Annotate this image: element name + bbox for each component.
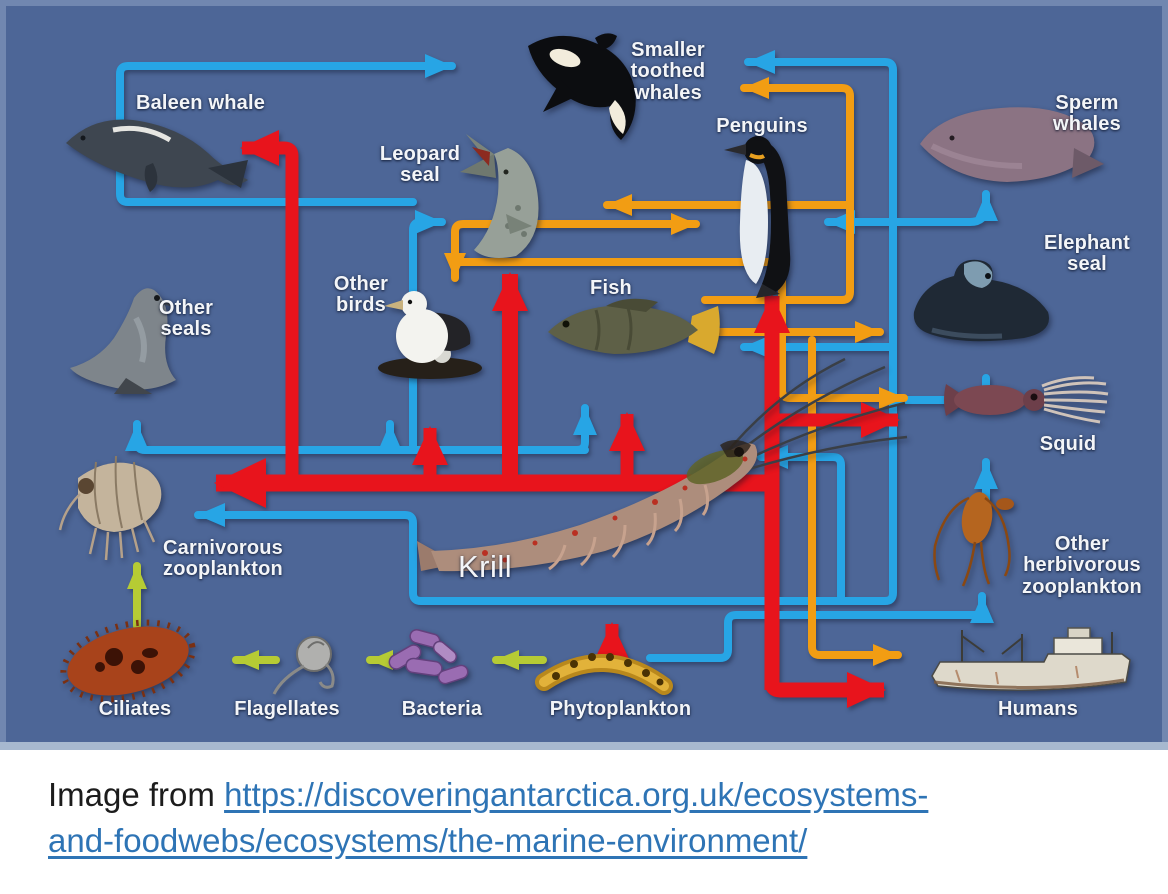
label-krill: Krill [458, 549, 513, 584]
diagram-bottom-border [0, 742, 1168, 750]
caption-prefix: Image from [48, 776, 225, 813]
arrow-to-krill-left [757, 445, 845, 605]
food-web-diagram: Baleen whale Smaller toothed whales Peng… [0, 0, 1168, 750]
arrow-squid-to-sperm-whales [889, 190, 998, 226]
arrow-to-leopard-seal-blue [409, 210, 446, 454]
carnivorous-zooplankton-image [58, 455, 162, 561]
fishing-ship-image [931, 627, 1131, 691]
krill-image [417, 357, 908, 572]
baleen-whale-image [66, 119, 248, 192]
arrow-squid-to-toothed-whales [744, 50, 897, 234]
herbivorous-zooplankton-image [933, 492, 1014, 587]
arrow-krill-to-humans [764, 668, 886, 708]
sperm-whale-image [920, 107, 1104, 182]
green-arrow-group [127, 562, 547, 670]
arrow-krill-to-baleen-whale [240, 130, 299, 483]
albatross-image [378, 291, 482, 379]
label-elephant-seal: Elephant seal [1043, 232, 1131, 276]
arrow-fish-to-toothed-whales [701, 77, 854, 304]
caption-link[interactable]: https://discoveringantarctica.org.uk/eco… [48, 776, 928, 859]
label-fish: Fish [590, 277, 632, 299]
caption-link-line2: and-foodwebs/ecosystems/the-marine-envir… [48, 821, 808, 859]
label-penguins: Penguins [716, 115, 808, 137]
label-sperm-whales: Sperm whales [1053, 92, 1121, 136]
arrow-to-other-seals [125, 420, 589, 454]
phytoplankton-image [535, 653, 673, 695]
arrow-column-blue [696, 218, 897, 605]
caption: Image from https://discoveringantarctica… [48, 772, 1138, 863]
label-phytoplankton: Phytoplankton [549, 698, 692, 720]
flagellate-image [272, 636, 335, 695]
label-baleen-whale: Baleen whale [135, 92, 266, 114]
label-other-birds: Other birds [333, 273, 389, 317]
label-other-seals: Other seals [158, 297, 214, 341]
arrow-fish-to-humans [808, 336, 902, 666]
squid-image [944, 376, 1109, 424]
label-squid: Squid [1039, 433, 1097, 455]
fur-seal-image [70, 288, 176, 394]
caption-link-line1: https://discoveringantarctica.org.uk/eco… [224, 776, 929, 813]
label-other-herbivorous-zooplankton: Other herbivorous zooplankton [1022, 533, 1142, 598]
fish-image [548, 298, 720, 354]
leopard-seal-image [460, 134, 539, 258]
arrow-to-carnivorous-zooplankton-blue [194, 503, 706, 605]
label-flagellates: Flagellates [234, 698, 340, 720]
label-bacteria: Bacteria [401, 698, 483, 720]
bacteria-image [388, 629, 469, 685]
label-leopard-seal: Leopard seal [379, 143, 461, 187]
killer-whale-image [528, 33, 636, 140]
ciliate-image [60, 619, 196, 703]
label-humans: Humans [997, 698, 1079, 720]
label-carnivorous-zooplankton: Carnivorous zooplankton [163, 537, 284, 581]
elephant-seal-image [913, 259, 1049, 342]
label-ciliates: Ciliates [98, 698, 172, 720]
penguin-image [724, 136, 791, 298]
arrow-fish-to-penguins [451, 213, 700, 266]
label-smaller-toothed-whales: Smaller toothed whales [630, 39, 706, 104]
arrow-phyto-to-herbivorous-zooplankton [646, 592, 994, 662]
